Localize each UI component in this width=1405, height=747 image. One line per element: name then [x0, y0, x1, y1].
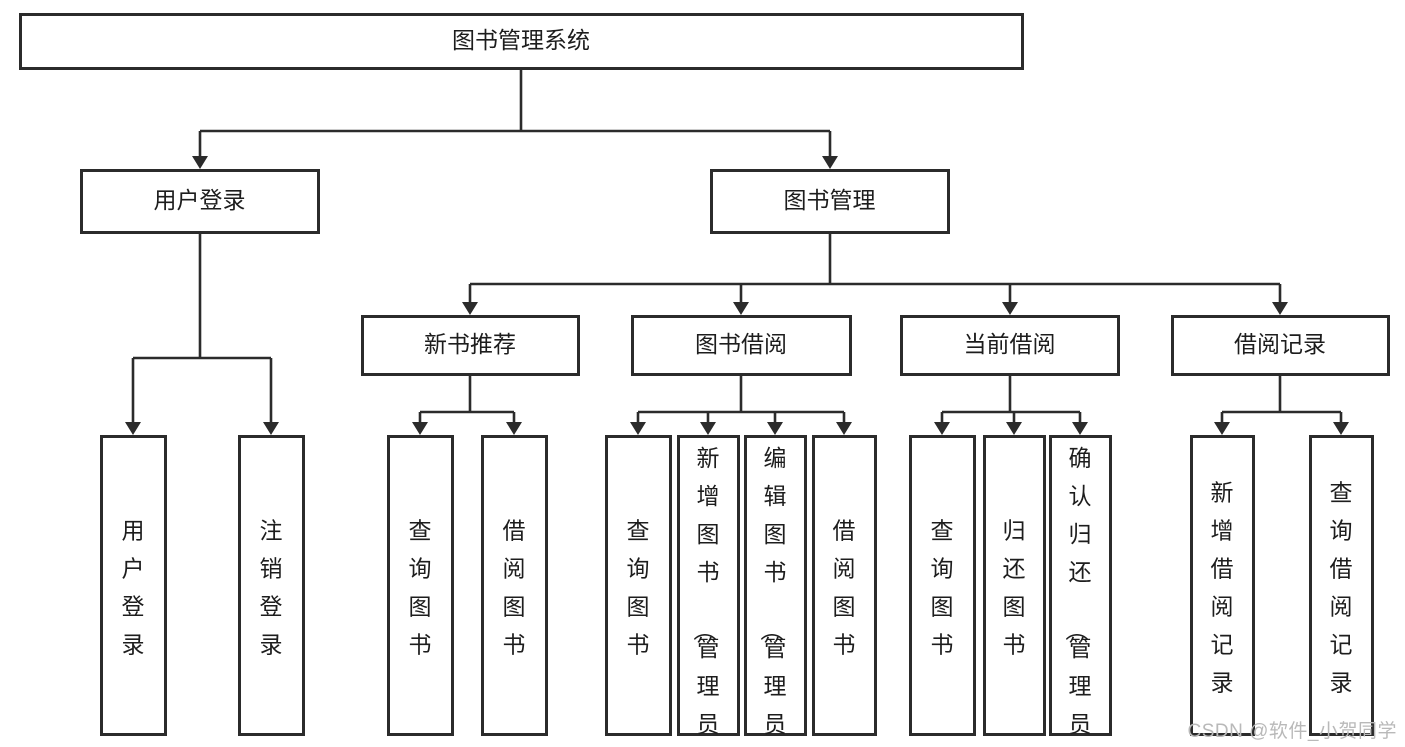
node-box	[1190, 435, 1255, 736]
node-leaf_40[interactable]: 新增借阅记录	[1190, 435, 1255, 736]
node-label: 查询借阅记录	[1330, 480, 1353, 696]
node-leaf_20[interactable]: 查询图书	[605, 435, 672, 736]
node-box	[1049, 435, 1112, 736]
node-box	[812, 435, 877, 736]
node-label: 新增借阅记录	[1211, 480, 1234, 696]
node-label: 图书管理	[784, 187, 876, 213]
node-box	[1171, 315, 1390, 376]
arrow-head	[1214, 422, 1230, 435]
arrow-head	[934, 422, 950, 435]
arrow-head	[1002, 302, 1018, 315]
node-label: 归还图书	[1003, 518, 1026, 658]
arrow-head	[822, 156, 838, 169]
node-l1_1[interactable]: 图书管理	[710, 169, 950, 234]
arrow-head	[836, 422, 852, 435]
node-box	[744, 435, 807, 736]
node-box	[100, 435, 167, 736]
node-leaf_21[interactable]: 新增图书（管理员）	[677, 435, 740, 747]
node-label: 借阅记录	[1234, 331, 1326, 357]
node-box	[677, 435, 740, 736]
node-root[interactable]: 图书管理系统	[19, 13, 1024, 70]
node-box	[710, 169, 950, 234]
node-leaf_41[interactable]: 查询借阅记录	[1309, 435, 1374, 736]
node-box	[900, 315, 1120, 376]
node-leaf_30[interactable]: 查询图书	[909, 435, 976, 736]
arrow-head	[462, 302, 478, 315]
node-box	[19, 13, 1024, 70]
node-l1_0[interactable]: 用户登录	[80, 169, 320, 234]
arrow-head	[412, 422, 428, 435]
node-label: 当前借阅	[964, 331, 1056, 357]
node-label: 新书推荐	[424, 331, 516, 357]
node-label: 图书借阅	[695, 331, 787, 357]
node-label: 用户登录	[154, 187, 246, 213]
arrow-head	[733, 302, 749, 315]
node-l2_0[interactable]: 新书推荐	[361, 315, 580, 376]
node-leaf_10[interactable]: 查询图书	[387, 435, 454, 736]
node-box	[605, 435, 672, 736]
node-label: 查询图书	[627, 518, 650, 658]
node-l2_2[interactable]: 当前借阅	[900, 315, 1120, 376]
node-leaf_31[interactable]: 归还图书	[983, 435, 1046, 736]
node-label: 借阅图书	[503, 518, 526, 658]
arrow-head	[767, 422, 783, 435]
arrow-head	[506, 422, 522, 435]
node-leaf_00[interactable]: 用户登录	[100, 435, 167, 736]
node-label: 编辑图书（管理员）	[759, 445, 787, 747]
arrow-head	[192, 156, 208, 169]
arrow-head	[630, 422, 646, 435]
node-box	[361, 315, 580, 376]
node-box	[481, 435, 548, 736]
node-label: 查询图书	[409, 518, 432, 658]
node-label: 用户登录	[122, 518, 145, 658]
node-box	[1309, 435, 1374, 736]
arrow-head	[125, 422, 141, 435]
node-leaf_11[interactable]: 借阅图书	[481, 435, 548, 736]
node-box	[387, 435, 454, 736]
edge-layer	[125, 68, 1349, 435]
node-label: 图书管理系统	[452, 27, 590, 53]
arrow-head	[700, 422, 716, 435]
node-box	[909, 435, 976, 736]
node-leaf_23[interactable]: 借阅图书	[812, 435, 877, 736]
node-label: 确认归还（管理员）	[1064, 445, 1092, 747]
arrow-head	[1333, 422, 1349, 435]
arrow-head	[1072, 422, 1088, 435]
node-leaf_32[interactable]: 确认归还（管理员）	[1049, 435, 1112, 747]
node-layer: 图书管理系统用户登录图书管理新书推荐图书借阅当前借阅借阅记录用户登录注销登录查询…	[19, 13, 1390, 747]
node-label: 借阅图书	[833, 518, 856, 658]
node-l2_3[interactable]: 借阅记录	[1171, 315, 1390, 376]
arrow-head	[1006, 422, 1022, 435]
arrow-head	[1272, 302, 1288, 315]
node-box	[238, 435, 305, 736]
node-leaf_22[interactable]: 编辑图书（管理员）	[744, 435, 807, 747]
node-box	[631, 315, 852, 376]
node-box	[983, 435, 1046, 736]
node-leaf_01[interactable]: 注销登录	[238, 435, 305, 736]
node-label: 查询图书	[931, 518, 954, 658]
node-box	[80, 169, 320, 234]
node-label: 新增图书（管理员）	[692, 445, 720, 747]
arrow-head	[263, 422, 279, 435]
node-l2_1[interactable]: 图书借阅	[631, 315, 852, 376]
node-label: 注销登录	[260, 518, 283, 658]
